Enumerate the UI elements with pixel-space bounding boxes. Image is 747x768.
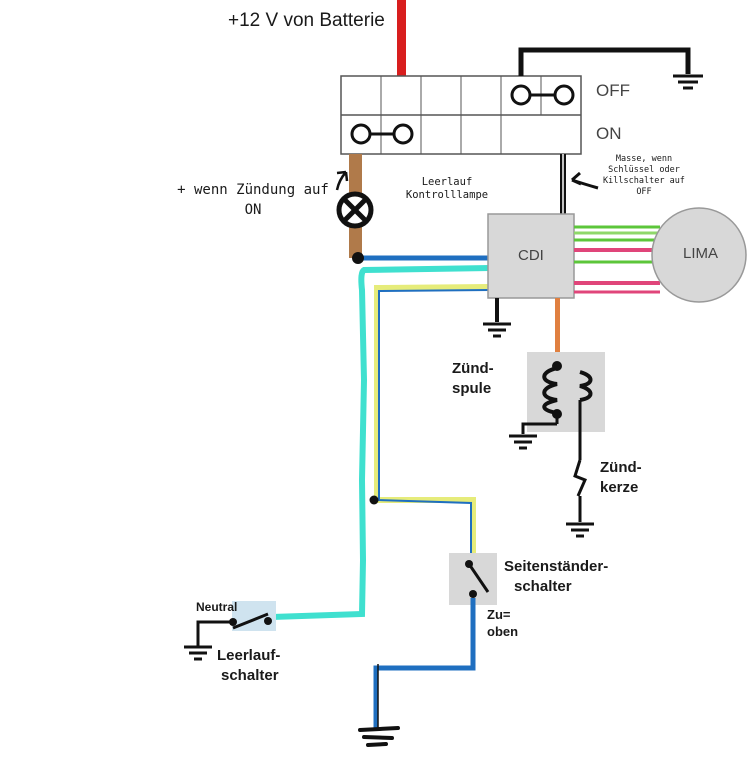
on-contact — [350, 123, 414, 145]
plug-label-1: Zünd- — [600, 459, 642, 476]
ground-symbol-off — [673, 74, 703, 90]
spark-plug-icon — [566, 459, 594, 538]
off-label: OFF — [596, 81, 630, 100]
plug-label-2: kerze — [600, 479, 639, 496]
coil-label-1: Zünd- — [452, 360, 494, 377]
ignition-note-text: + wenn Zündung auf ON — [177, 182, 329, 218]
ground-symbol-cdi — [483, 322, 511, 338]
yellow-wire — [374, 284, 491, 565]
stand-state-1: Zu= — [487, 607, 511, 622]
ignition-note: + wenn Zündung auf ON — [177, 180, 329, 220]
junction-dot-stand — [369, 495, 379, 505]
idle-switch-label-1: Leerlauf- — [217, 647, 281, 664]
indicator-lamp-icon — [336, 191, 374, 229]
masse-arrow — [571, 171, 599, 190]
coil-label-2: spule — [452, 380, 492, 397]
ground-symbol-neutral — [184, 637, 212, 661]
lamp-label-text: Leerlauf Kontrolllampe — [405, 176, 489, 201]
blue-wire-stand-ground — [373, 598, 476, 728]
lima-generator — [651, 207, 747, 303]
off-contact — [510, 84, 575, 106]
ignition-switch-block — [340, 75, 582, 155]
battery-wire — [397, 0, 406, 76]
ignition-coil-icon — [521, 352, 605, 460]
off-ground-wire — [518, 47, 691, 76]
blue-stripe-wire — [378, 289, 491, 565]
neutral-switch-icon — [196, 601, 276, 637]
battery-label: +12 V von Batterie — [228, 10, 385, 31]
lima-label: LIMA — [683, 245, 719, 262]
ground-symbol-stand — [358, 726, 400, 747]
stand-state-2: oben — [487, 624, 519, 639]
cdi-label: CDI — [518, 247, 544, 264]
cdi-unit — [487, 213, 575, 299]
orange-wire — [555, 298, 560, 368]
lima-wires — [574, 225, 660, 294]
cyan-wire — [271, 265, 491, 620]
masse-note: Masse, wenn Schlüssel oder Killschalter … — [601, 154, 687, 198]
lamp-label: Leerlauf Kontrolllampe — [392, 176, 502, 202]
junction-dot — [352, 252, 364, 264]
ground-symbol-coil — [509, 434, 537, 450]
on-label: ON — [596, 124, 622, 143]
side-stand-switch-icon — [449, 553, 497, 605]
ignition-arrow — [335, 170, 349, 191]
stand-label-2: schalter — [514, 578, 572, 595]
idle-switch-label-2: schalter — [221, 667, 279, 684]
neutral-label: Neutral — [196, 600, 238, 614]
stand-label-1: Seitenständer- — [504, 558, 609, 575]
masse-note-text: Masse, wenn Schlüssel oder Killschalter … — [603, 154, 685, 197]
